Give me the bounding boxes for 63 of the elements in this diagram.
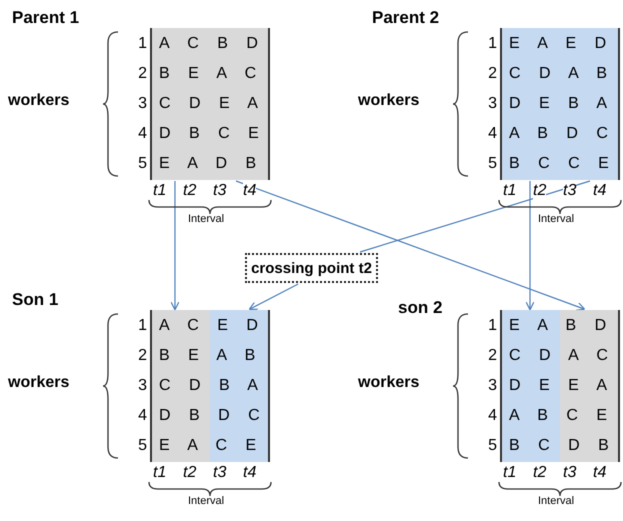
gene-row-text: D B C E	[158, 124, 259, 144]
gene-row-text: C D A B	[508, 64, 608, 84]
column-axis-label: Interval	[188, 213, 224, 225]
column-axis-label: Interval	[538, 495, 574, 507]
gene-row-text: B E A B	[158, 346, 256, 366]
row-number: 3	[487, 376, 497, 396]
gene-row-text: B C D B	[508, 436, 609, 456]
row-number: 2	[137, 346, 147, 366]
gene-row-text: A B C E	[508, 406, 608, 426]
gene-row-text: A C E D	[158, 316, 258, 336]
arrow	[248, 283, 298, 310]
panel-title: son 2	[398, 298, 442, 318]
row-number: 5	[137, 154, 147, 174]
row-number: 1	[487, 316, 497, 336]
panel-title: Son 1	[12, 290, 58, 310]
row-number: 5	[487, 154, 497, 174]
row-axis-label: workers	[358, 92, 420, 110]
panel-title: Parent 1	[12, 8, 80, 28]
gene-matrix	[150, 310, 270, 462]
crossing-point-box: crossing point t2	[245, 253, 378, 283]
gene-row-text: C D B A	[158, 376, 258, 396]
gene-row-text: A B D C	[508, 124, 608, 144]
row-number: 1	[137, 316, 147, 336]
gene-row-text: E A B D	[508, 316, 606, 336]
gene-matrix	[150, 28, 270, 180]
row-number: 3	[137, 94, 147, 114]
column-axis-label: Interval	[538, 213, 574, 225]
row-number: 4	[137, 124, 147, 144]
gene-row-text: C D E A	[158, 94, 258, 114]
column-axis-label: Interval	[188, 495, 224, 507]
gene-row-text: D B D C	[158, 406, 260, 426]
gene-row-text: A C B D	[158, 34, 258, 54]
gene-row-text: C D A C	[508, 346, 608, 366]
gene-row-text: D E B A	[508, 94, 608, 114]
row-number: 4	[137, 406, 147, 426]
arrow	[236, 180, 586, 311]
column-label: t2	[533, 182, 546, 200]
arrow	[170, 181, 180, 310]
row-number: 4	[487, 406, 497, 426]
row-number: 5	[137, 436, 147, 456]
row-number: 2	[487, 346, 497, 366]
row-axis-label: workers	[8, 92, 70, 110]
gene-row-text: B E A C	[158, 64, 256, 84]
connector-line	[360, 180, 590, 253]
row-number: 1	[487, 34, 497, 54]
gene-row-text: B C C E	[508, 154, 609, 174]
gene-row-text: E A E D	[508, 34, 606, 54]
row-number: 1	[137, 34, 147, 54]
row-number: 3	[137, 376, 147, 396]
row-number: 4	[487, 124, 497, 144]
row-number: 2	[137, 64, 147, 84]
panel-title: Parent 2	[372, 8, 440, 28]
gene-row-text: E A C E	[158, 436, 256, 456]
gene-matrix	[500, 310, 620, 462]
gene-row-text: E A D B	[158, 154, 256, 174]
row-axis-label: workers	[8, 374, 70, 392]
gene-matrix	[500, 28, 620, 180]
row-number: 5	[487, 436, 497, 456]
row-number: 3	[487, 94, 497, 114]
row-axis-label: workers	[358, 374, 420, 392]
gene-row-text: D E E A	[508, 376, 608, 396]
arrow	[525, 181, 535, 310]
row-number: 2	[487, 64, 497, 84]
